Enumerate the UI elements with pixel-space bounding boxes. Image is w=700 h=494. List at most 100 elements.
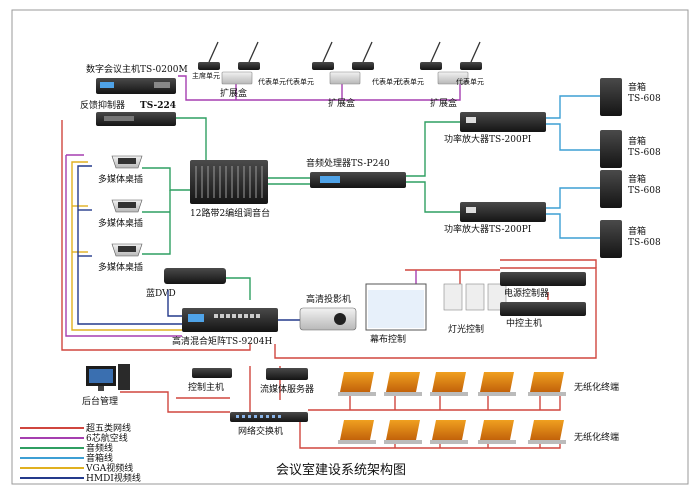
mic-group-2: 代表单元 代表单元 扩展盒 — [286, 41, 400, 109]
speaker-4: 音箱 TS-608 — [600, 220, 661, 258]
light-panel-icon — [465, 283, 485, 311]
paperless-row-2: 无纸化终端 — [338, 420, 619, 444]
multimedia-socket-2: 多媒体桌插 — [98, 199, 143, 229]
hd-matrix: 高清混合矩阵TS-9204H — [172, 308, 278, 347]
rep-unit-label: 代表单元 — [456, 77, 484, 86]
rep-unit-label: 代表单元 — [286, 77, 314, 86]
legend-label-network: 超五类网线 — [86, 422, 131, 434]
paperless-label-1: 无纸化终端 — [574, 381, 619, 393]
laptop-icon — [478, 372, 516, 396]
laptop-icon — [430, 420, 468, 444]
feedback-suppressor-label: 反馈抑制器 — [80, 99, 125, 111]
laptop-icon — [430, 372, 468, 396]
rep-unit-label: 代表单元 — [258, 77, 286, 86]
multimedia-socket-label: 多媒体桌插 — [98, 217, 143, 229]
legend-label-hdmi: HMDI视频线 — [86, 472, 141, 484]
speaker-2-name: 音箱 — [628, 135, 646, 147]
amplifier-2: 功率放大器TS-200PI — [444, 202, 546, 235]
conference-host-label: 数字会议主机TS-0200M — [86, 63, 188, 75]
multimedia-socket-3: 多媒体桌插 — [98, 243, 143, 273]
speaker-icon — [600, 130, 622, 168]
bluray-dvd: 蓝DVD — [146, 268, 226, 299]
central-control-host-label: 中控主机 — [506, 317, 542, 329]
speaker-icon — [600, 220, 622, 258]
multimedia-socket-label: 多媒体桌插 — [98, 261, 143, 273]
light-panel-icon — [443, 283, 463, 311]
laptop-icon — [338, 420, 376, 444]
mixer: 12路带2编组调音台 — [190, 160, 270, 219]
projection-screen: 幕布控制 — [365, 283, 427, 345]
multimedia-socket-label: 多媒体桌插 — [98, 173, 143, 185]
control-host: 控制主机 — [188, 368, 232, 393]
legend-label-vga: VGA视频线 — [85, 462, 133, 474]
mic-group-3: 代表单元 代表单元 扩展盒 — [396, 41, 484, 109]
hd-matrix-label: 高清混合矩阵TS-9204H — [172, 335, 272, 347]
laptop-icon — [528, 372, 566, 396]
audio-processor: 音频处理器TS-P240 — [306, 157, 406, 188]
laptop-icon — [478, 420, 516, 444]
ext-box-icon — [329, 71, 361, 85]
microphone-icon — [420, 62, 442, 70]
diagram-title: 会议室建设系统架构图 — [276, 462, 406, 478]
control-host-label: 控制主机 — [188, 381, 224, 393]
speaker-3-model: TS-608 — [628, 186, 661, 196]
legend-label-audio: 音频线 — [86, 442, 113, 454]
microphone-icon — [238, 62, 260, 70]
hd-projector-label: 高清投影机 — [306, 293, 351, 305]
central-control-host: 中控主机 — [500, 302, 586, 329]
network-switch: 网络交换机 — [230, 412, 308, 437]
rep-unit-label: 代表单元 — [396, 77, 424, 86]
feedback-suppressor: 反馈抑制器 TS-224 — [80, 99, 176, 126]
bluray-dvd-label: 蓝DVD — [146, 287, 176, 299]
speaker-3: 音箱 TS-608 — [600, 170, 661, 208]
microphone-icon — [460, 62, 482, 70]
streaming-server-label: 流媒体服务器 — [260, 383, 314, 395]
multimedia-socket-1: 多媒体桌插 — [98, 155, 143, 185]
pc-tower-icon — [118, 364, 130, 390]
paperless-row-1: 无纸化终端 — [338, 372, 619, 396]
microphone-icon — [352, 62, 374, 70]
ext-box-icon — [221, 71, 253, 85]
speaker-1-model: TS-608 — [628, 94, 661, 104]
rep-unit-label: 代表单元 — [372, 77, 400, 86]
power-controller: 电源控制器 — [500, 272, 586, 299]
conference-host: 数字会议主机TS-0200M — [86, 63, 188, 94]
amplifier-1: 功率放大器TS-200PI — [444, 112, 546, 145]
mixer-label: 12路带2编组调音台 — [190, 207, 270, 219]
speaker-2-model: TS-608 — [628, 148, 661, 158]
ext-box-label: 扩展盒 — [220, 87, 247, 99]
streaming-server: 流媒体服务器 — [260, 368, 314, 395]
feedback-suppressor-model: TS-224 — [140, 101, 176, 111]
ext-box-label: 扩展盒 — [430, 97, 457, 109]
laptop-icon — [338, 372, 376, 396]
speaker-icon — [600, 170, 622, 208]
backend-computer: 后台管理 — [82, 364, 130, 407]
cables — [61, 75, 600, 449]
paperless-label-2: 无纸化终端 — [574, 431, 619, 443]
microphone-icon — [312, 62, 334, 70]
screen-control-label: 幕布控制 — [370, 333, 406, 345]
audio-processor-label: 音频处理器TS-P240 — [306, 157, 390, 169]
speaker-1-name: 音箱 — [628, 81, 646, 93]
legend: 超五类网线 6芯航空线 音频线 音箱线 VGA视频线 HMDI视频线 — [20, 422, 141, 484]
legend-label-aviation: 6芯航空线 — [86, 432, 128, 444]
laptop-icon — [528, 420, 566, 444]
hd-projector: 高清投影机 — [299, 293, 357, 331]
speaker-icon — [600, 78, 622, 116]
speaker-3-name: 音箱 — [628, 173, 646, 185]
speaker-4-model: TS-608 — [628, 238, 661, 248]
power-controller-label: 电源控制器 — [504, 287, 549, 299]
light-control-label: 灯光控制 — [448, 323, 484, 335]
speaker-2: 音箱 TS-608 — [600, 130, 661, 168]
legend-label-speaker: 音箱线 — [86, 452, 113, 464]
microphone-icon — [198, 62, 220, 70]
speaker-1: 音箱 TS-608 — [600, 78, 661, 116]
light-control: 灯光控制 — [443, 283, 507, 335]
projector-icon — [299, 307, 357, 331]
chair-unit-label: 主席单元 — [192, 71, 220, 80]
ext-box-icon — [437, 71, 469, 85]
mic-group-1: 主席单元 代表单元 扩展盒 — [192, 41, 286, 99]
network-switch-label: 网络交换机 — [238, 425, 283, 437]
